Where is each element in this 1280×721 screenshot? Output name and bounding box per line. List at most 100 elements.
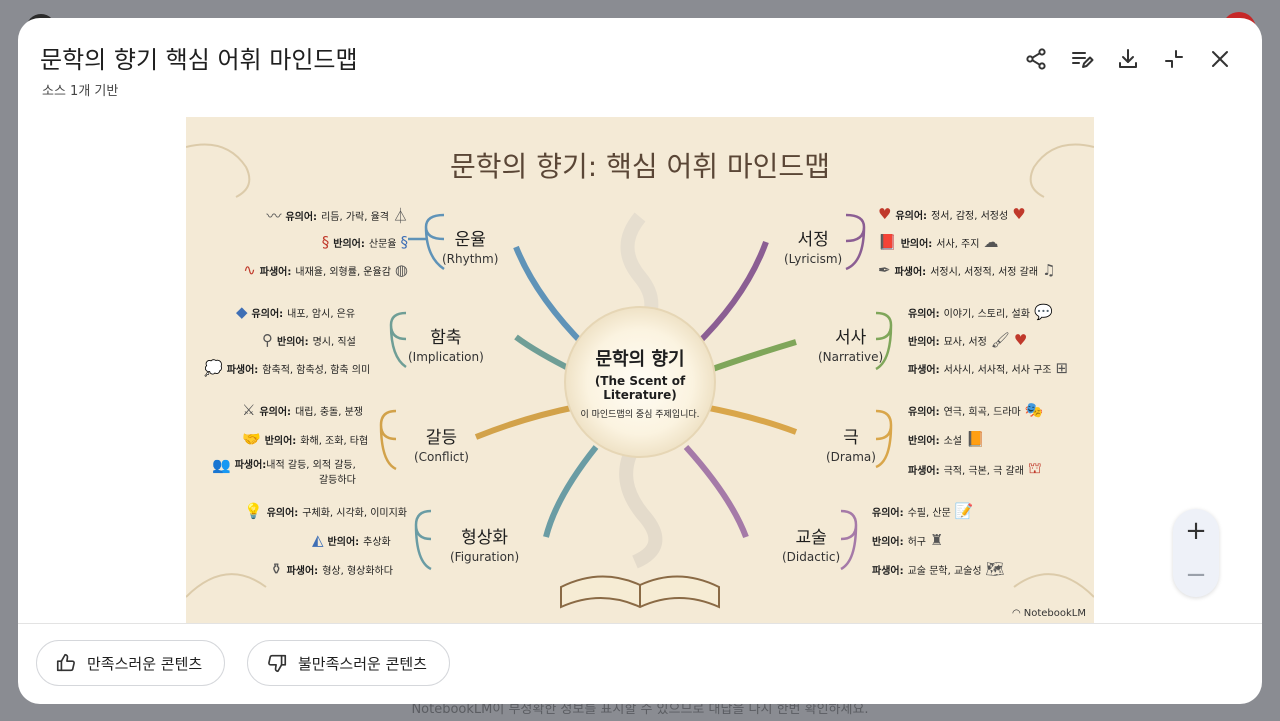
download-icon	[1119, 49, 1137, 68]
lightbulb-icon: 💡	[244, 502, 263, 520]
thought-bubble-icon: 💭	[204, 359, 223, 377]
leaf-connector	[379, 409, 397, 471]
leaf-text-line-2: 갈등하다	[318, 475, 356, 486]
leaf-drama-antonym: 반의어:소설 📙	[908, 430, 985, 448]
leaf-drama-derivative: 파생어:극적, 극본, 극 갈래 ⛫	[908, 459, 1042, 479]
branch-rhythm	[513, 245, 589, 350]
close-button[interactable]	[1200, 42, 1240, 76]
quill-icon: ✒	[878, 261, 891, 279]
leaf-implication-derivative: 💭 파생어:함축적, 함축성, 함축 의미	[204, 359, 370, 377]
download-button[interactable]	[1108, 42, 1148, 76]
shapes-icon: ◭	[312, 531, 324, 549]
thumbs-down-icon	[268, 654, 287, 673]
zoom-in-button[interactable]: +	[1185, 516, 1207, 546]
leaf-label: 파생어:	[259, 266, 292, 278]
node-lyricism-korean: 서정	[797, 230, 829, 250]
branch-lyricism	[691, 240, 769, 350]
leaf-connector	[840, 509, 858, 571]
leaf-narrative-derivative: 파생어:서사시, 서사적, 서사 구조 ⊞	[908, 359, 1068, 377]
node-conflict-korean: 갈등	[425, 428, 458, 448]
close-icon	[1212, 51, 1228, 67]
leaf-label: 유의어:	[908, 308, 940, 320]
branch-conflict	[474, 404, 577, 440]
node-figuration-english: (Figuration)	[450, 550, 520, 564]
node-conflict-english: (Conflict)	[414, 450, 469, 464]
sound-wave-icon: 〰	[266, 207, 282, 225]
corner-flourish	[186, 143, 251, 198]
leaf-label: 반의어:	[872, 536, 904, 548]
book-icon: 📕	[878, 233, 897, 251]
edit-list-icon	[1072, 52, 1094, 68]
paintbrush-icon: 🖌	[990, 331, 1010, 349]
mindmap-artwork	[186, 143, 1094, 609]
leaf-text: 형상, 형상화하다	[322, 565, 393, 577]
zoom-out-button[interactable]: −	[1185, 560, 1207, 590]
leaf-connector	[414, 509, 432, 571]
leaf-label: 파생어:	[226, 364, 259, 376]
music-note-icon: ♫	[1042, 261, 1056, 279]
leaf-label: 반의어:	[264, 435, 297, 447]
node-didactic-korean: 교술	[795, 528, 827, 548]
corner-flourish	[1029, 143, 1094, 198]
node-rhythm-english: (Rhythm)	[442, 252, 499, 266]
leaf-lyricism-antonym: 📕 반의어:서사, 주지 ☁	[878, 233, 998, 251]
edit-button[interactable]	[1062, 42, 1102, 76]
leaf-rhythm-derivative: ∿ 파생어:내재율, 외형률, 운율감 ◍	[243, 261, 408, 279]
leaf-text: 허구	[907, 536, 927, 548]
novel-book-icon: 📙	[966, 430, 985, 448]
sculpture-icon: ⚱	[270, 560, 283, 578]
leaf-conflict-derivative: 👥 파생어:내적 갈등, 외적 갈등, 갈등하다	[212, 456, 356, 486]
leaf-text: 교술 문학, 교술성	[907, 565, 982, 577]
crossed-swords-icon: ⚔	[242, 401, 256, 419]
leaf-label: 유의어:	[285, 212, 318, 223]
center-topic-description: 이 마인드맵의 중심 주제입니다.	[580, 410, 700, 420]
leaf-connector	[875, 409, 893, 469]
heartbeat-icon: ∿	[243, 261, 256, 279]
mindmap-infographic: 문학의 향기: 핵심 어휘 마인드맵 문학의 향기 (The Scent of …	[186, 117, 1094, 623]
leaf-label: 유의어:	[259, 406, 292, 418]
dislike-button[interactable]: 불만족스러운 콘텐츠	[247, 640, 450, 686]
leaf-label: 반의어:	[277, 336, 309, 348]
leaf-drama-synonym: 유의어:연극, 희곡, 드라마 🎭	[908, 401, 1043, 419]
iceberg-icon: ◆	[236, 303, 248, 321]
notebooklm-badge-text: NotebookLM	[1023, 608, 1086, 619]
node-figuration-korean: 형상화	[461, 528, 509, 548]
center-topic-english: (The Scent of Literature)	[594, 374, 686, 402]
drum-icon: ◍	[394, 261, 408, 279]
dislike-button-label: 불만족스러운 콘텐츠	[298, 654, 427, 673]
zoom-controls: + −	[1173, 509, 1219, 597]
leaf-label: 유의어:	[872, 507, 904, 519]
smoke-swirl	[619, 432, 663, 569]
people-talking-icon: 👥	[212, 456, 231, 474]
theater-masks-icon: 🎭	[1024, 401, 1044, 419]
node-didactic: 교술 (Didactic)	[782, 523, 840, 564]
leaf-label: 파생어:	[286, 565, 319, 577]
leaf-text: 이야기, 스토리, 설화	[943, 308, 1030, 320]
leaf-conflict-synonym: ⚔ 유의어:대립, 충돌, 분쟁	[242, 401, 363, 419]
branch-didactic	[683, 444, 749, 539]
leaf-text: 서사시, 서사적, 서사 구조	[943, 364, 1052, 376]
modal-toolbar	[1016, 42, 1240, 76]
leaf-text: 정서, 감정, 서정성	[931, 210, 1009, 222]
node-drama-korean: 극	[843, 428, 859, 448]
leaf-narrative-antonym: 반의어:묘사, 서정 🖌 ♥	[908, 331, 1027, 349]
footer-disclaimer: NotebookLM이 부정확한 정보를 표시할 수 있으므로 대답을 다시 한…	[411, 702, 869, 717]
leaf-figuration-derivative: ⚱ 파생어:형상, 형상화하다	[270, 560, 393, 578]
leaf-rhythm-synonym: 〰 유의어:리듬, 가락, 율격 ⏃	[266, 205, 408, 226]
leaf-text: 내적 갈등, 외적 갈등,	[266, 460, 356, 471]
like-button[interactable]: 만족스러운 콘텐츠	[36, 640, 226, 686]
leaf-text: 산문율	[368, 238, 397, 250]
share-icon	[1026, 48, 1046, 70]
leaf-label: 반의어:	[908, 435, 940, 447]
node-narrative-english: (Narrative)	[818, 350, 884, 364]
handshake-icon: 🤝	[242, 430, 261, 448]
metronome-icon: ⏃	[392, 207, 408, 225]
node-narrative: 서사 (Narrative)	[818, 323, 883, 364]
leaf-label: 파생어:	[908, 364, 940, 376]
leaf-implication-synonym: ◆ 유의어:내포, 암시, 은유	[236, 303, 355, 321]
node-drama-english: (Drama)	[826, 450, 876, 464]
infographic-modal: 문학의 향기 핵심 어휘 마인드맵 소스 1개 기반	[18, 18, 1262, 704]
center-orb	[564, 306, 716, 458]
share-button[interactable]	[1016, 42, 1056, 76]
collapse-button[interactable]	[1154, 42, 1194, 76]
